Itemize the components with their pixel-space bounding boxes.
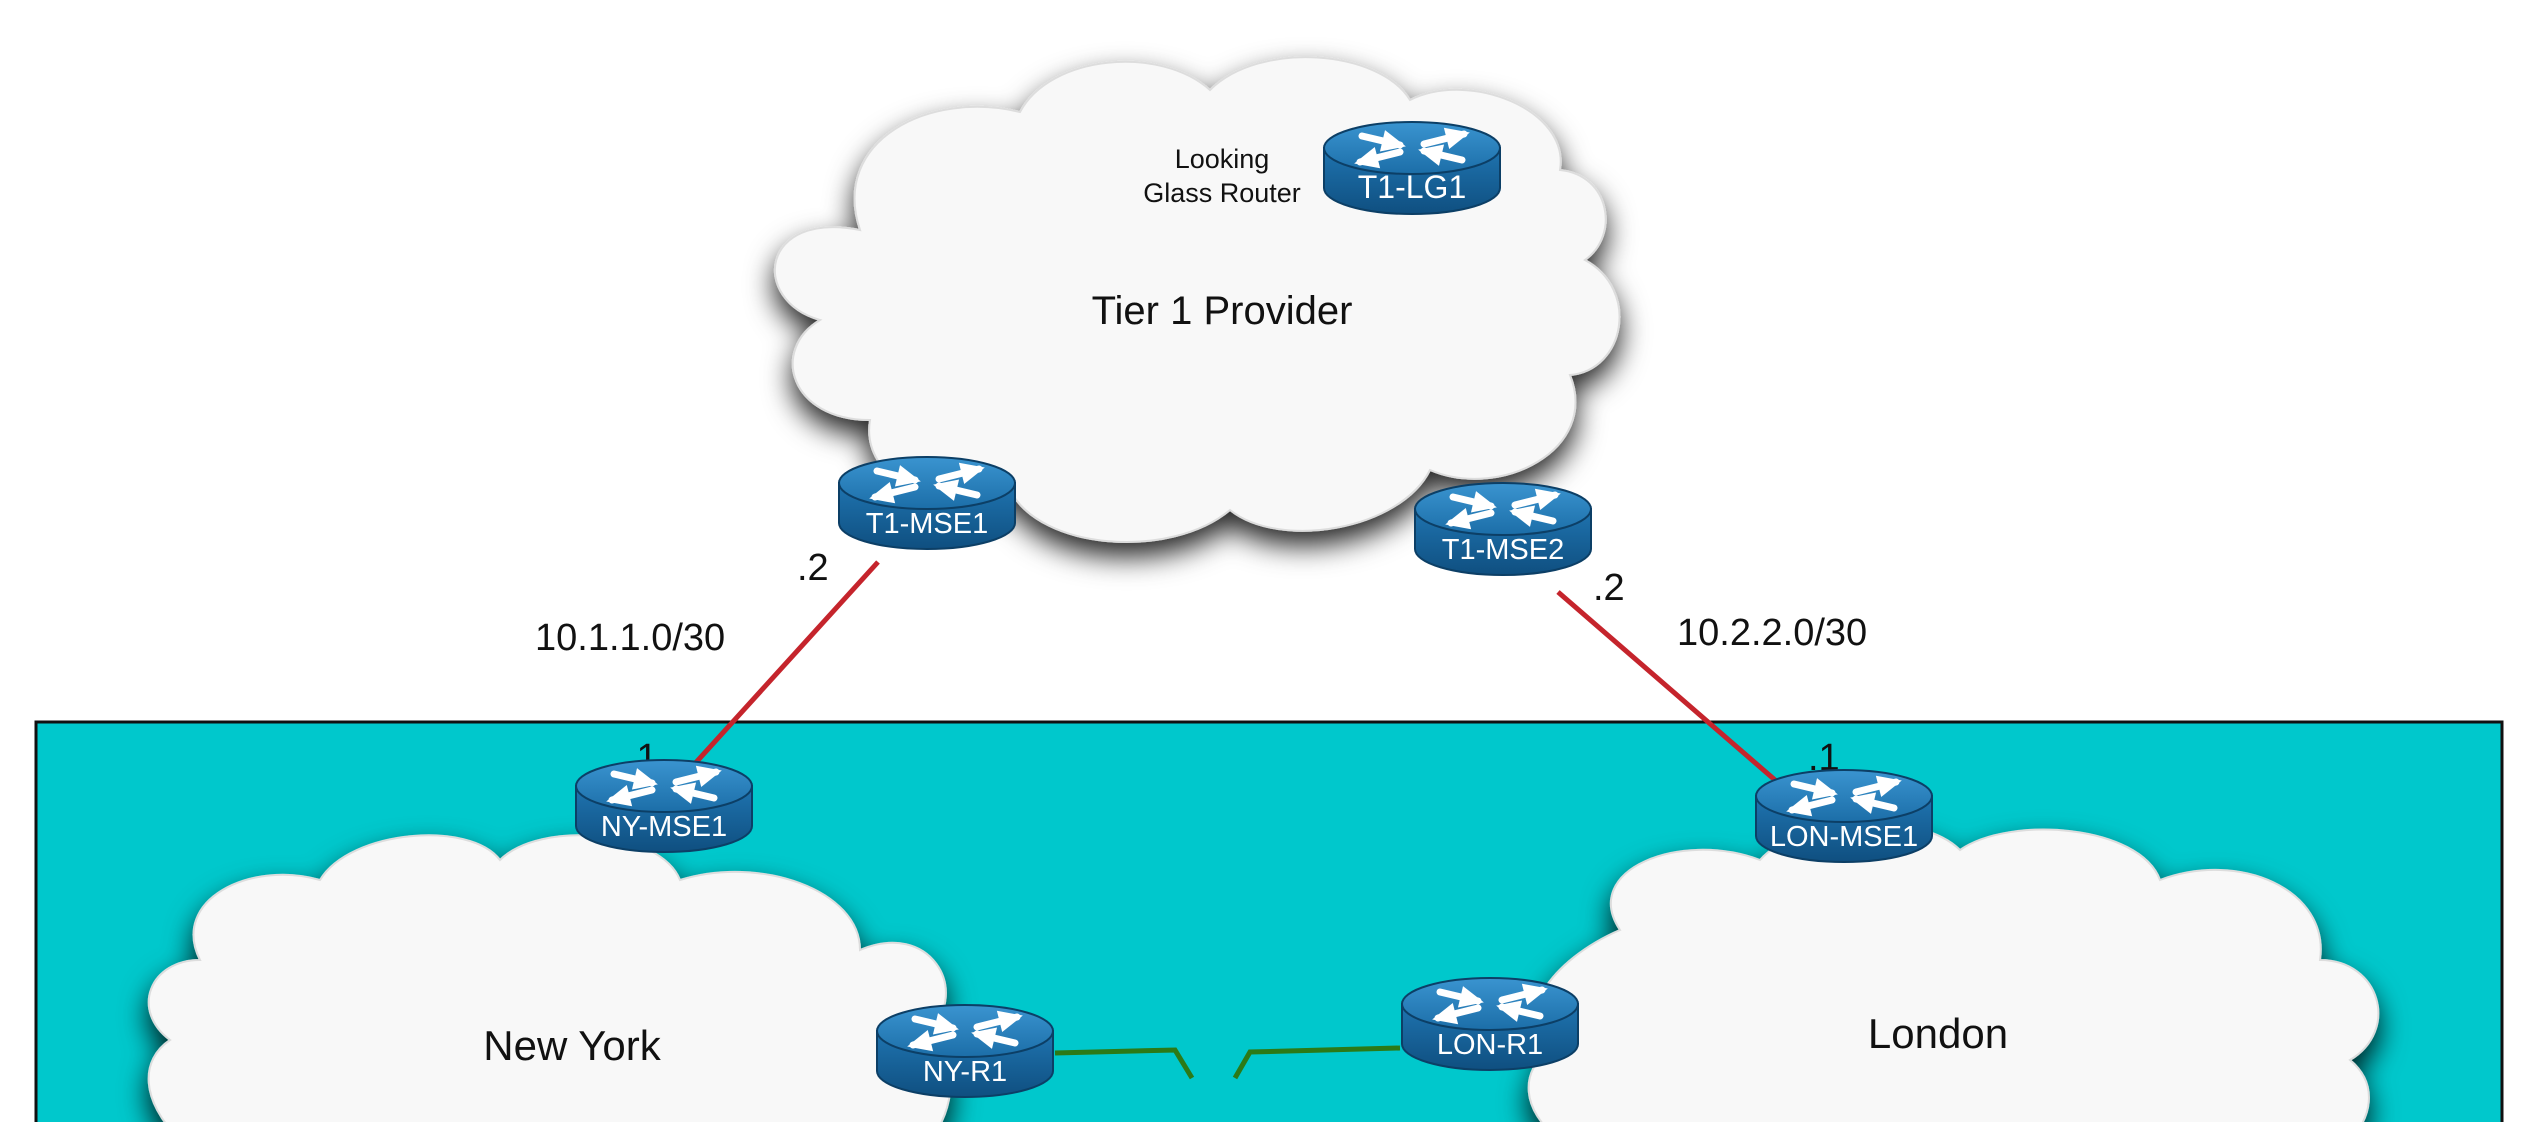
router-t1-mse1[interactable]: T1-MSE1	[838, 456, 1016, 550]
router-icon	[575, 759, 753, 853]
router-ny-r1[interactable]: NY-R1	[876, 1004, 1054, 1098]
router-label: NY-MSE1	[601, 811, 727, 843]
wan-link-new-york	[678, 560, 880, 782]
router-lon-mse1[interactable]: LON-MSE1	[1755, 769, 1933, 863]
router-label: LON-MSE1	[1770, 821, 1918, 853]
router-label: T1-LG1	[1358, 169, 1466, 205]
router-lon-r1[interactable]: LON-R1	[1401, 977, 1579, 1071]
lan-link-lon-r1	[1232, 1045, 1401, 1080]
router-label: NY-R1	[923, 1056, 1007, 1088]
router-icon	[876, 1004, 1054, 1098]
looking-glass-note-line1: Looking	[1175, 144, 1270, 174]
lon-wan-provider-ip: .2	[1593, 567, 1625, 609]
router-icon	[838, 456, 1016, 550]
lan-link-ny-r1	[1054, 1047, 1195, 1080]
provider-cloud-label: Tier 1 Provider	[1092, 289, 1353, 333]
looking-glass-note-line2: Glass Router	[1143, 178, 1301, 208]
router-label: T1-MSE2	[1442, 534, 1564, 566]
new-york-cloud-label: New York	[483, 1022, 661, 1069]
ny-wan-provider-ip: .2	[797, 547, 829, 589]
router-label: T1-MSE1	[866, 508, 988, 540]
ny-wan-subnet: 10.1.1.0/30	[535, 617, 725, 659]
new-york-cloud	[147, 834, 952, 1127]
lon-wan-subnet: 10.2.2.0/30	[1677, 612, 1867, 654]
router-icon	[1323, 121, 1501, 215]
router-icon	[1401, 977, 1579, 1071]
wan-link-london	[1556, 590, 1792, 795]
router-icon	[1755, 769, 1933, 863]
router-icon	[1414, 482, 1592, 576]
router-ny-mse1[interactable]: NY-MSE1	[575, 759, 753, 853]
router-label: LON-R1	[1437, 1029, 1543, 1061]
london-cloud-label: London	[1868, 1010, 2008, 1057]
router-t1-lg1[interactable]: T1-LG1	[1323, 121, 1501, 215]
router-t1-mse2[interactable]: T1-MSE2	[1414, 482, 1592, 576]
